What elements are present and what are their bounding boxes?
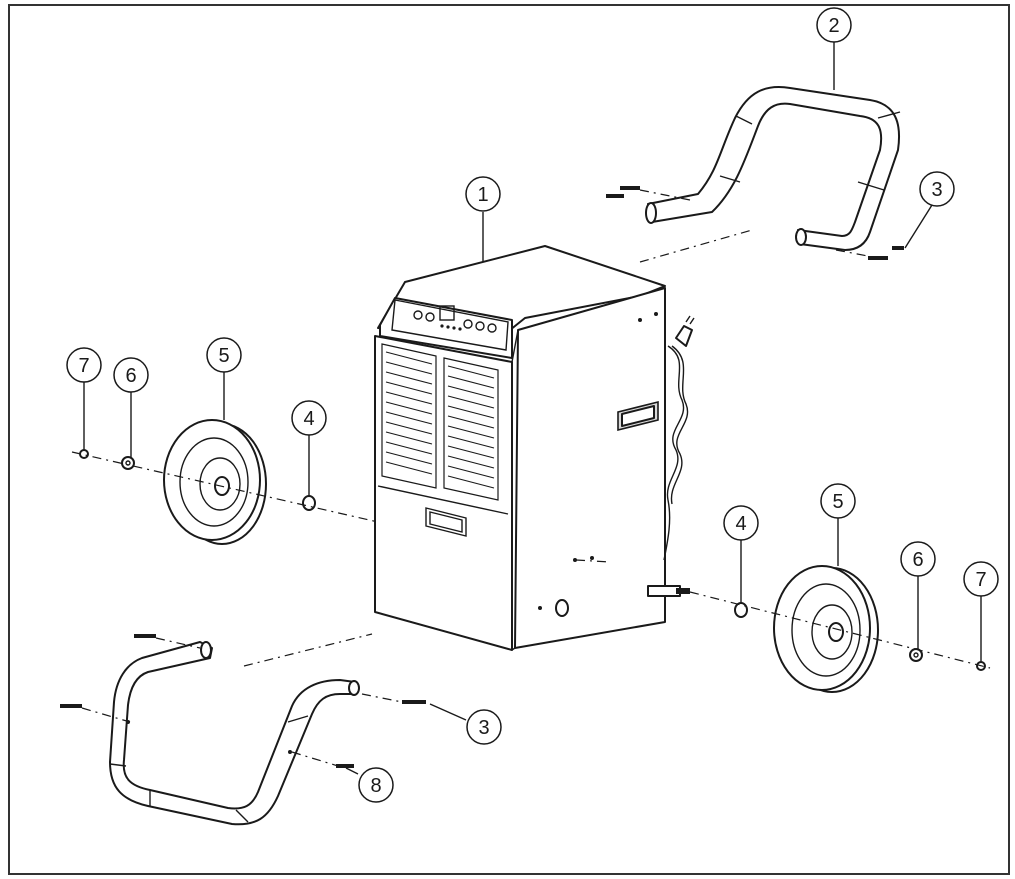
callout-1-label: 1 [477,184,488,206]
callout-2: 2 [816,7,852,43]
callout-5-right-label: 5 [832,491,843,513]
right-wheel-hardware [689,591,991,671]
callout-5-left-label: 5 [218,345,229,367]
callout-4-left-label: 4 [303,408,314,430]
callout-4-right-label: 4 [735,513,746,535]
leader-lines [83,42,982,775]
callout-7-right: 7 [963,561,999,597]
callout-5-right: 5 [820,483,856,519]
bottom-handle-centerline [243,633,373,667]
callout-8: 8 [358,767,394,803]
top-handle [645,86,901,251]
top-handle-centerline [639,229,753,263]
bottom-handle-bolts [60,634,426,768]
callout-7-left-label: 7 [78,355,89,377]
bottom-handle [109,641,360,826]
callout-6-left-label: 6 [125,365,136,387]
right-wheel [773,565,879,693]
callout-4-left: 4 [291,400,327,436]
callout-7-right-label: 7 [975,569,986,591]
callout-6-right-label: 6 [912,549,923,571]
dehumidifier-body [374,245,695,651]
callout-7-left: 7 [66,347,102,383]
callout-8-label: 8 [370,775,381,797]
top-handle-bolts [606,186,904,260]
callout-6-left: 6 [113,357,149,393]
callout-4-right: 4 [723,505,759,541]
callout-5-left: 5 [206,337,242,373]
callout-3-top-label: 3 [931,179,942,201]
callout-1: 1 [465,176,501,212]
callout-6-right: 6 [900,541,936,577]
callout-2-label: 2 [828,15,839,37]
callout-3-top: 3 [919,171,955,207]
callout-3-bottom-label: 3 [478,717,489,739]
callout-3-bottom: 3 [466,709,502,745]
left-wheel [163,419,267,545]
diagram-frame [8,4,1010,875]
